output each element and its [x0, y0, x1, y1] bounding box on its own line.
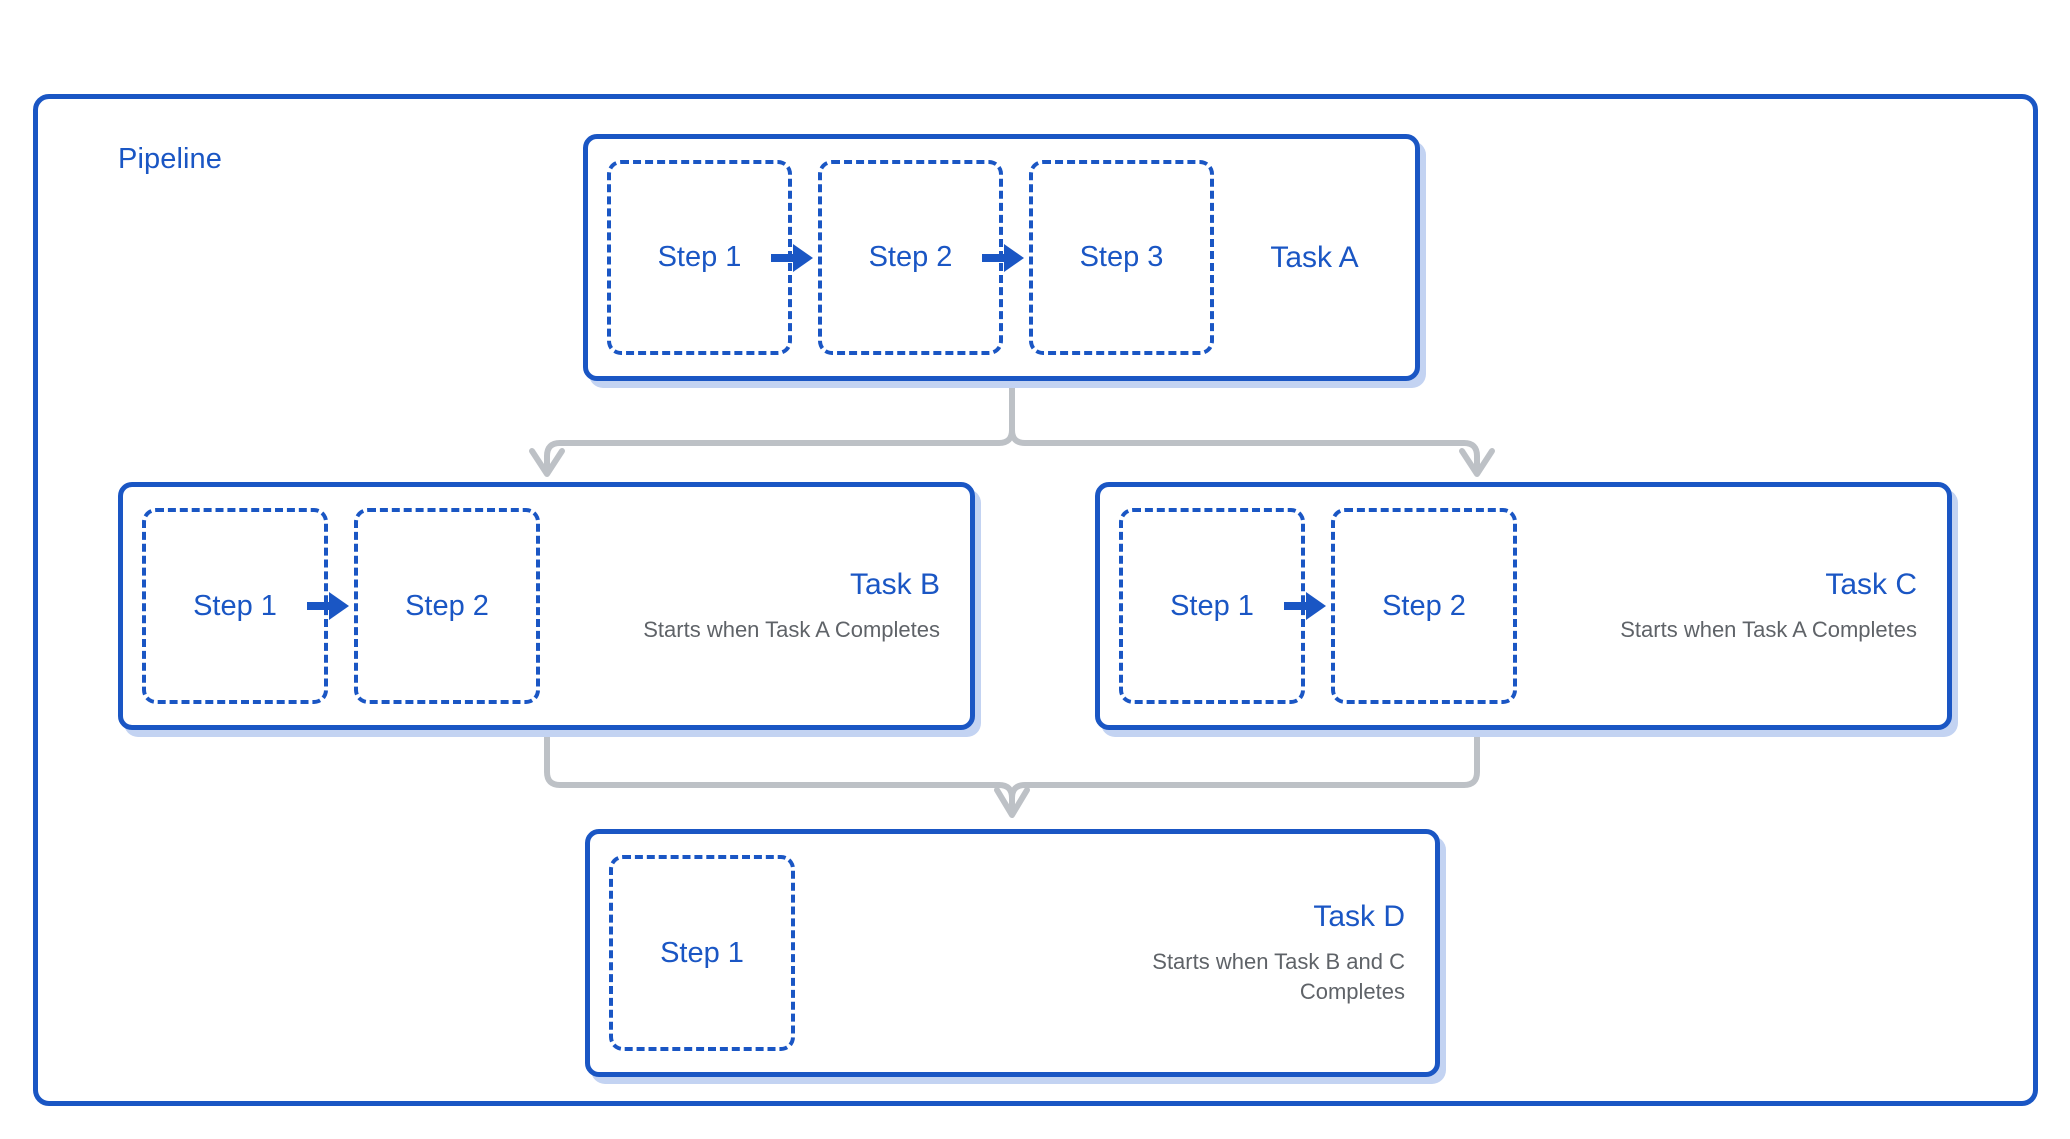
step-box-task-c-2[interactable]: Step 2 [1331, 508, 1517, 704]
steps-list-task-d: Step 1 [590, 834, 795, 1072]
task-meta-task-b: Task B Starts when Task A Completes [540, 567, 970, 645]
steps-list-task-a: Step 1 Step 2 [588, 139, 1214, 376]
task-meta-task-d: Task D Starts when Task B and C Complete… [795, 899, 1435, 1006]
task-meta-task-a: Task A [1214, 240, 1415, 276]
page-title: Pipeline [118, 143, 222, 175]
step-label: Step 1 [657, 241, 742, 273]
task-note-task-d: Starts when Task B and C Completes [1152, 949, 1405, 1004]
step-box-task-c-1[interactable]: Step 1 [1119, 508, 1305, 704]
task-note-task-c: Starts when Task A Completes [1620, 617, 1917, 643]
task-title-task-a: Task A [1270, 240, 1359, 274]
task-card-task-b[interactable]: Step 1 Step 2 Task B Starts when Task A … [118, 482, 975, 730]
arrow-right-icon [307, 592, 349, 620]
arrow-right-icon [771, 243, 813, 272]
step-box-task-b-1[interactable]: Step 1 [142, 508, 328, 704]
task-note-task-b: Starts when Task A Completes [643, 617, 940, 643]
arrow-right-icon [1284, 592, 1326, 620]
task-meta-task-c: Task C Starts when Task A Completes [1517, 567, 1947, 645]
task-title-task-b: Task B [849, 568, 940, 602]
task-title-task-d: Task D [1313, 900, 1405, 934]
step-label: Step 3 [1079, 241, 1164, 273]
step-label: Step 2 [868, 241, 953, 273]
task-card-task-a[interactable]: Step 1 Step 2 [583, 134, 1420, 381]
step-label: Step 2 [1382, 589, 1466, 622]
task-card-task-c[interactable]: Step 1 Step 2 Task C Starts when Task A … [1095, 482, 1952, 730]
step-box-task-a-3[interactable]: Step 3 [1029, 160, 1214, 355]
step-label: Step 1 [193, 589, 277, 622]
step-label: Step 1 [660, 936, 744, 969]
step-box-task-a-1[interactable]: Step 1 [607, 160, 792, 355]
step-box-task-d-1[interactable]: Step 1 [609, 855, 795, 1051]
task-card-task-d[interactable]: Step 1 Task D Starts when Task B and C C… [585, 829, 1440, 1077]
step-label: Step 1 [1170, 589, 1254, 622]
step-box-task-a-2[interactable]: Step 2 [818, 160, 1003, 355]
step-label: Step 2 [405, 589, 489, 622]
steps-list-task-b: Step 1 Step 2 [123, 487, 540, 725]
step-box-task-b-2[interactable]: Step 2 [354, 508, 540, 704]
arrow-right-icon [982, 243, 1024, 272]
steps-list-task-c: Step 1 Step 2 [1100, 487, 1517, 725]
task-title-task-c: Task C [1825, 568, 1917, 602]
